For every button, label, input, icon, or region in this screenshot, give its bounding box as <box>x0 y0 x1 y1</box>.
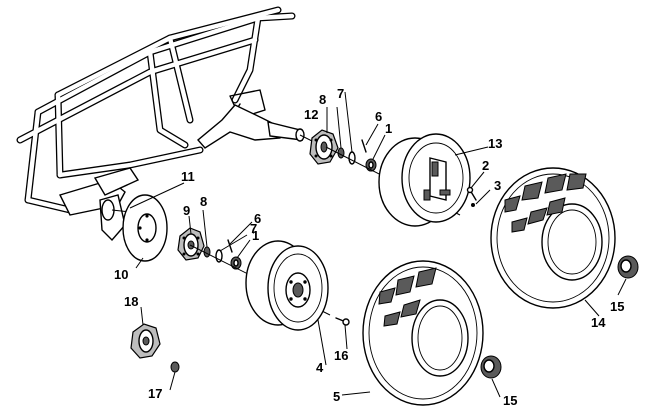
callout-13: 13 <box>488 136 502 151</box>
callout-8-upper: 8 <box>319 92 326 107</box>
callout-15-rear: 15 <box>610 299 624 314</box>
lug-nut-15-front <box>480 355 502 379</box>
callout-5: 5 <box>333 389 340 404</box>
callout-8-lower: 8 <box>200 194 207 209</box>
lower-a-arm <box>59 167 140 242</box>
callout-17: 17 <box>148 386 162 401</box>
callout-1-upper: 1 <box>385 121 392 136</box>
callout-16: 16 <box>334 348 348 363</box>
callout-9: 9 <box>183 203 190 218</box>
callout-4: 4 <box>316 360 324 375</box>
valve-stem-2-3 <box>466 186 477 207</box>
castle-nut-1-lower <box>230 256 242 270</box>
valve-stem-16 <box>335 317 350 326</box>
callout-12: 12 <box>304 107 318 122</box>
callout-7-upper: 7 <box>337 86 344 101</box>
callout-15-front: 15 <box>503 393 517 408</box>
callout-6-lower: 6 <box>254 211 261 226</box>
brake-disc-10 <box>122 194 168 262</box>
cotter-pin-6-lower <box>227 239 233 253</box>
callout-6-upper: 6 <box>375 109 382 124</box>
washer-7 <box>348 151 356 165</box>
hub-18 <box>130 323 161 359</box>
nut-17 <box>170 361 180 373</box>
front-tire-5 <box>362 260 484 406</box>
rear-wheel-13 <box>378 133 471 227</box>
callout-2: 2 <box>482 158 489 173</box>
leader-lines <box>129 91 627 398</box>
callout-14: 14 <box>591 315 606 330</box>
castle-nut-1 <box>365 158 377 172</box>
callout-1-lower: 1 <box>252 228 259 243</box>
callout-11: 11 <box>181 169 195 184</box>
front-wheel-4 <box>245 240 329 331</box>
lug-nut-15-rear <box>617 255 639 279</box>
callout-labels: 8 12 7 6 1 13 2 3 11 8 9 7 6 1 10 16 4 5… <box>114 86 624 408</box>
callout-7-lower: 7 <box>250 221 257 236</box>
cotter-pin-6 <box>361 139 367 153</box>
callout-10: 10 <box>114 267 128 282</box>
frame-tubing <box>16 6 296 214</box>
rear-tire-14 <box>490 167 616 309</box>
upper-a-arm <box>197 104 321 149</box>
hub-12 <box>309 129 339 165</box>
callout-18: 18 <box>124 294 138 309</box>
callout-3: 3 <box>494 178 501 193</box>
